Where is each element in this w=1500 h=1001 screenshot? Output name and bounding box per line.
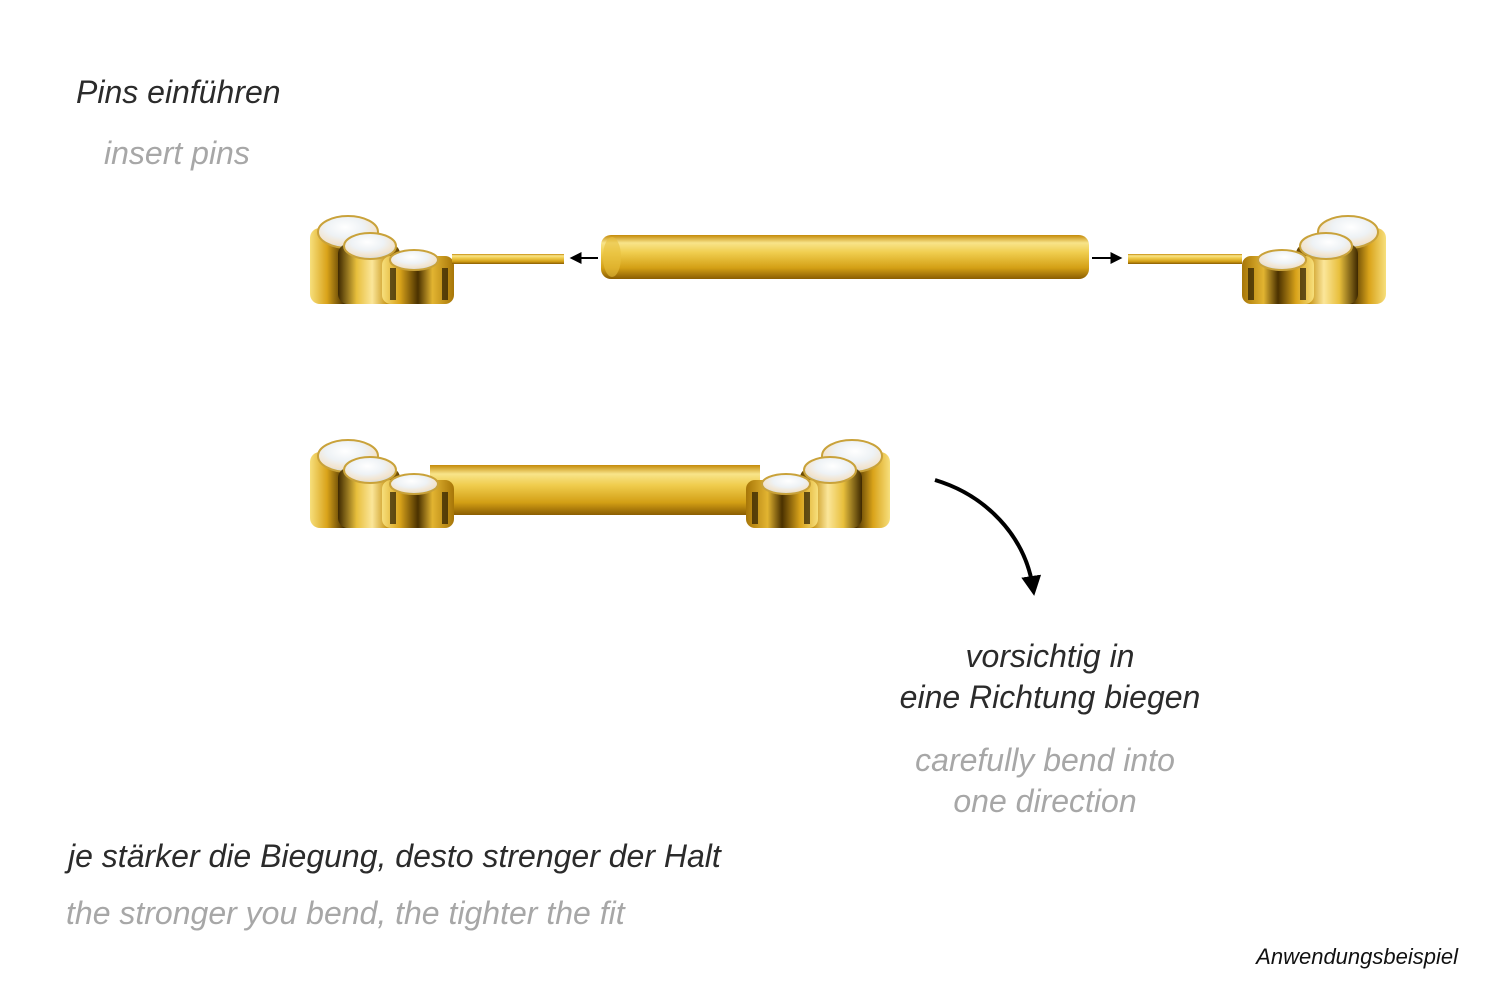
step-bend-title-en: carefully bend into one direction xyxy=(860,740,1230,822)
bend-en-line2: one direction xyxy=(953,783,1137,819)
bend-arrow-icon xyxy=(934,478,1042,596)
left-end-with-pin xyxy=(309,215,564,305)
step-insert-title-en: insert pins xyxy=(104,135,250,171)
step-insert-title-de: Pins einführen xyxy=(76,74,281,110)
right-end-with-pin xyxy=(1128,215,1387,305)
bend-de-line2: eine Richtung biegen xyxy=(899,679,1201,715)
fit-note-de: je stärker die Biegung, desto strenger d… xyxy=(68,838,721,874)
assembled-barbell xyxy=(309,439,891,529)
barbell-tube xyxy=(601,235,1089,279)
example-caption: Anwendungsbeispiel xyxy=(1256,944,1458,969)
step-bend-title-de: vorsichtig in eine Richtung biegen xyxy=(860,636,1240,718)
fit-note-en: the stronger you bend, the tighter the f… xyxy=(66,895,625,931)
bend-de-line1: vorsichtig in xyxy=(965,638,1135,674)
bend-en-line1: carefully bend into xyxy=(915,742,1175,778)
